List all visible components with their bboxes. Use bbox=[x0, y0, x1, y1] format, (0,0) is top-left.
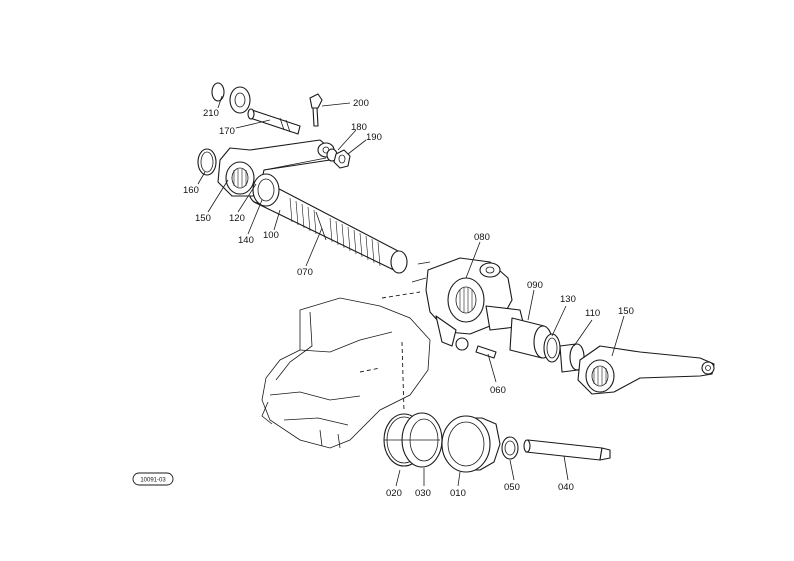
callout-180: 180 bbox=[351, 122, 367, 133]
leader-lines bbox=[197, 95, 625, 487]
callout-190: 190 bbox=[366, 132, 382, 143]
callout-020: 020 bbox=[386, 488, 402, 499]
callout-150-right: 150 bbox=[618, 306, 634, 317]
callout-090: 090 bbox=[527, 280, 543, 291]
bearing-housing-080 bbox=[411, 257, 525, 351]
spline-shaft-070 bbox=[248, 178, 408, 274]
bushing-090 bbox=[509, 317, 553, 359]
bolt-200 bbox=[309, 93, 323, 127]
callout-labels: 200 210 170 180 190 160 150 120 140 100 … bbox=[183, 98, 634, 499]
bearing-210 bbox=[211, 82, 251, 114]
nut-190 bbox=[333, 149, 351, 169]
callout-210: 210 bbox=[203, 108, 219, 119]
callout-010: 010 bbox=[450, 488, 466, 499]
callout-080: 080 bbox=[474, 232, 490, 243]
callout-050: 050 bbox=[504, 482, 520, 493]
seal-030 bbox=[384, 412, 443, 468]
pin-040 bbox=[523, 439, 611, 461]
callout-120: 120 bbox=[229, 213, 245, 224]
callout-100: 100 bbox=[263, 230, 279, 241]
key-060 bbox=[475, 345, 497, 359]
o-ring-130 bbox=[543, 333, 561, 363]
collar-120 bbox=[252, 173, 280, 207]
callout-110: 110 bbox=[585, 308, 600, 319]
callout-200: 200 bbox=[353, 98, 369, 109]
reference-code-badge: 10091-03 bbox=[132, 472, 174, 486]
bushing-010 bbox=[441, 415, 501, 473]
transmission-housing bbox=[261, 291, 431, 449]
callout-070: 070 bbox=[297, 267, 313, 278]
callout-060: 060 bbox=[490, 385, 506, 396]
callout-170: 170 bbox=[219, 126, 235, 137]
callout-040: 040 bbox=[558, 482, 574, 493]
callout-030: 030 bbox=[415, 488, 431, 499]
pin-170 bbox=[247, 108, 301, 135]
snap-ring-160 bbox=[197, 148, 217, 176]
o-ring-050 bbox=[501, 436, 519, 460]
callout-140: 140 bbox=[238, 235, 254, 246]
upper-lift-arm bbox=[217, 139, 335, 197]
reference-code: 10091-03 bbox=[140, 478, 166, 484]
callout-150-upper: 150 bbox=[195, 213, 211, 224]
lift-arm-150-right bbox=[577, 345, 715, 395]
callout-130: 130 bbox=[560, 294, 576, 305]
callout-160: 160 bbox=[183, 185, 199, 196]
